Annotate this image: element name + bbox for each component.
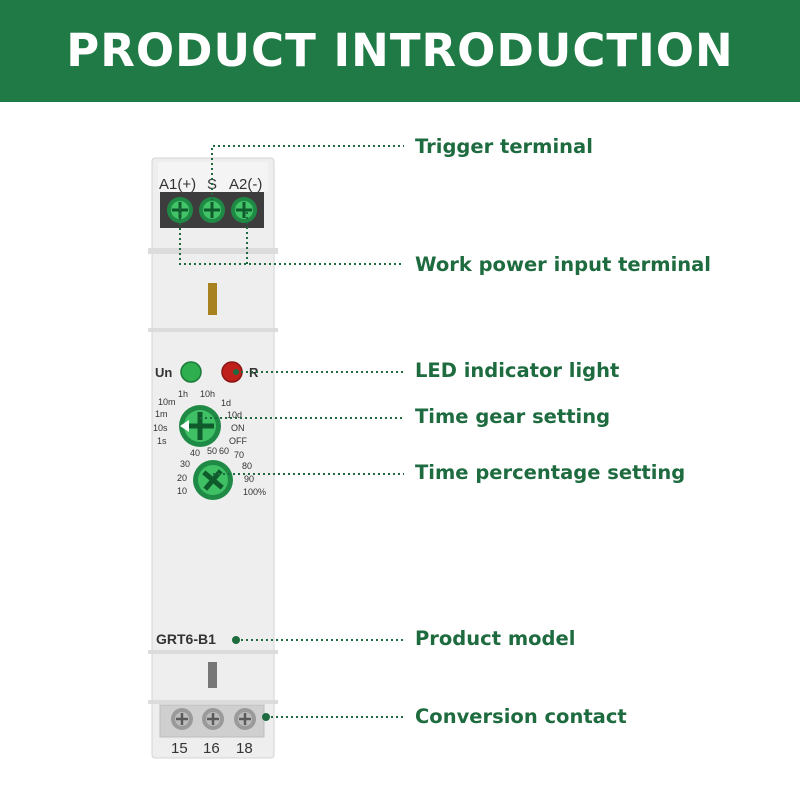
gear-scale-on: ON	[231, 423, 245, 433]
leader-dot-led	[233, 369, 239, 375]
pct-scale-50: 50	[207, 446, 217, 456]
leader-dot-contact	[262, 713, 270, 721]
pct-scale-20: 20	[177, 473, 187, 483]
lower-step	[148, 650, 278, 654]
gear-scale-10s: 10s	[153, 423, 168, 433]
din-clip-bottom	[208, 662, 217, 688]
pct-scale-80: 80	[242, 461, 252, 471]
led-power-green	[180, 361, 202, 383]
callout-leader-lines	[179, 145, 404, 718]
screw-terminal-s	[199, 197, 225, 223]
pct-scale-60: 60	[219, 446, 229, 456]
pct-scale-90: 90	[244, 474, 254, 484]
pct-scale-70: 70	[234, 450, 244, 460]
gear-scale-10d: 10d	[227, 410, 242, 420]
gear-scale-1s: 1s	[157, 436, 167, 446]
leader-trigger	[211, 145, 404, 200]
time-percentage-knob[interactable]	[193, 460, 233, 500]
din-clip-top	[208, 283, 217, 315]
terminal-label-15: 15	[171, 740, 188, 757]
led-label-r: R	[249, 365, 259, 380]
terminal-label-a2: A2(-)	[229, 176, 262, 193]
callout-conversion-contact: Conversion contact	[415, 705, 627, 728]
upper-step	[148, 328, 278, 332]
screw-terminal-a2	[231, 197, 257, 223]
header-banner: PRODUCT INTRODUCTION	[0, 0, 800, 102]
callout-time-percentage: Time percentage setting	[415, 461, 686, 484]
gear-scale-10m: 10m	[158, 397, 176, 407]
top-step	[148, 248, 278, 254]
pct-scale-30: 30	[180, 459, 190, 469]
screw-terminal-15	[171, 708, 193, 730]
led-label-un: Un	[155, 365, 172, 380]
screw-terminal-18	[234, 708, 256, 730]
top-label-strip	[158, 162, 268, 192]
gear-scale-1h: 1h	[178, 389, 188, 399]
terminal-label-18: 18	[236, 740, 253, 757]
pct-scale-100: 100%	[243, 487, 266, 497]
terminal-label-a1: A1(+)	[159, 176, 196, 193]
screw-terminal-16	[202, 708, 224, 730]
callout-product-model: Product model	[415, 627, 576, 650]
pct-scale-40: 40	[190, 448, 200, 458]
page-title: PRODUCT INTRODUCTION	[66, 24, 734, 77]
pct-scale-10: 10	[177, 486, 187, 496]
gear-scale-1m: 1m	[155, 409, 168, 419]
callout-power-input-terminal: Work power input terminal	[415, 253, 711, 276]
callout-trigger-terminal: Trigger terminal	[415, 135, 593, 158]
callout-time-gear: Time gear setting	[415, 405, 611, 428]
product-model-label: GRT6-B1	[156, 631, 216, 647]
terminal-label-16: 16	[203, 740, 220, 757]
leader-dot-model	[232, 636, 240, 644]
callout-led-indicator: LED indicator light	[415, 359, 620, 382]
gear-scale-1d: 1d	[221, 398, 231, 408]
leader-power	[179, 208, 404, 265]
time-gear-knob[interactable]	[179, 405, 221, 447]
gear-scale-off: OFF	[229, 436, 247, 446]
gear-scale-10h: 10h	[200, 389, 215, 399]
bottom-step	[148, 700, 278, 704]
